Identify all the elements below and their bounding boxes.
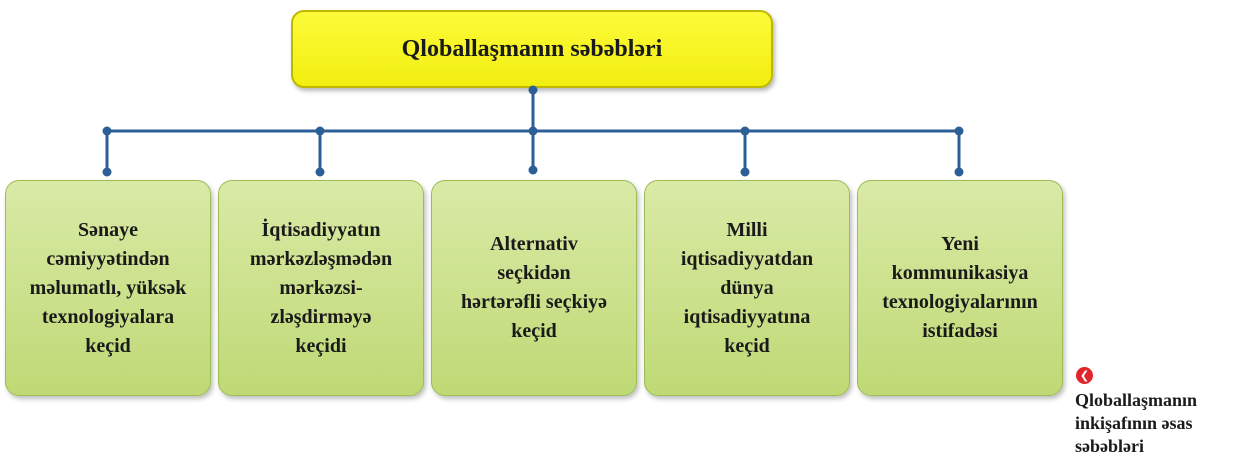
reason-box-4: Milli iqtisadiyyatdan dünya iqtisadiyyat…: [644, 180, 850, 396]
diagram-title: Qloballaşmanın səbəbləri: [291, 10, 773, 88]
reason-box-5: Yeni kommunikasiya texnologiyalarının is…: [857, 180, 1063, 396]
figure-caption: Qloballaşmanın inkişafının əsas səbəblər…: [1075, 390, 1198, 456]
reason-box-2: İqtisadiyyatın mərkəzləşmədən mərkəzsi- …: [218, 180, 424, 396]
reason-box-1: Sənaye cəmiyyətindən məlumatlı, yüksək t…: [5, 180, 211, 396]
reason-box-3: Alternativ seçkidən hərtərəfli seçkiyə k…: [431, 180, 637, 396]
chevron-left-icon: ❮: [1076, 367, 1093, 384]
